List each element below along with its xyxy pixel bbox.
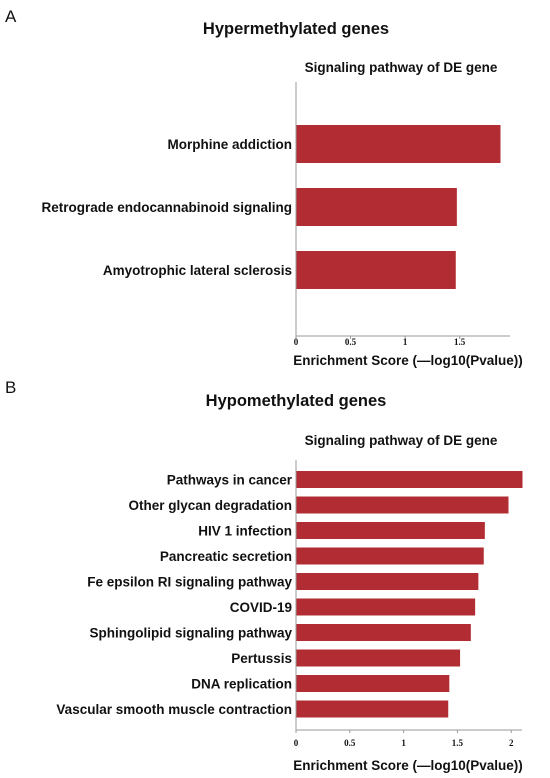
panel-b-x-axis-label: Enrichment Score (—log10(Pvalue)) [293,758,523,773]
bar [296,573,479,590]
x-tick-label: 0 [294,337,299,347]
panel-letter-b: B [5,378,16,397]
category-label: Pertussis [231,651,292,666]
category-label: DNA replication [191,677,292,692]
bar [296,522,485,539]
x-tick-label: 1 [401,738,406,748]
category-label: COVID-19 [230,600,292,615]
panel-a-x-axis-label: Enrichment Score (—log10(Pvalue)) [293,353,523,368]
x-tick-label: 0.5 [345,337,357,347]
panel-a-bars [296,125,501,289]
panel-b-hypomethylated: B Hypomethylated genes Signaling pathway… [5,378,523,773]
x-tick-label: 1.5 [452,738,464,748]
panel-b-bars [296,471,523,718]
panel-a-x-ticks: 0 0.5 1 1.5 [294,336,466,347]
panel-a-subtitle: Signaling pathway of DE gene [305,60,498,75]
bar [296,251,456,289]
bar [296,624,471,641]
category-label: Retrograde endocannabinoid signaling [41,200,292,215]
bar [296,496,509,514]
category-label: Pancreatic secretion [160,549,292,564]
bar [296,471,523,488]
panel-b-subtitle: Signaling pathway of DE gene [305,433,498,448]
bar [296,125,501,163]
panel-b-x-ticks: 0 0.5 1 1.5 2 [294,730,514,748]
bar [296,700,449,718]
category-label: Vascular smooth muscle contraction [56,702,292,717]
category-label: Sphingolipid signaling pathway [90,626,293,641]
category-label: Fe epsilon RI signaling pathway [87,575,292,590]
panel-a-title: Hypermethylated genes [203,20,389,38]
x-tick-label: 2 [509,738,514,748]
bar [296,188,457,226]
x-tick-label: 0.5 [344,738,356,748]
category-label: Pathways in cancer [167,473,293,488]
x-tick-label: 1.5 [454,337,466,347]
category-label: Amyotrophic lateral sclerosis [103,263,292,278]
bar [296,547,484,565]
panel-b-title: Hypomethylated genes [206,392,387,410]
category-label: Other glycan degradation [128,498,292,513]
bar [296,598,476,616]
panel-a-hypermethylated: A Hypermethylated genes Signaling pathwa… [5,7,523,368]
panel-letter-a: A [5,7,17,26]
bar [296,649,461,667]
x-tick-label: 1 [403,337,408,347]
category-label: HIV 1 infection [198,524,292,539]
category-label: Morphine addiction [168,137,293,152]
bar [296,675,450,692]
x-tick-label: 0 [294,738,299,748]
